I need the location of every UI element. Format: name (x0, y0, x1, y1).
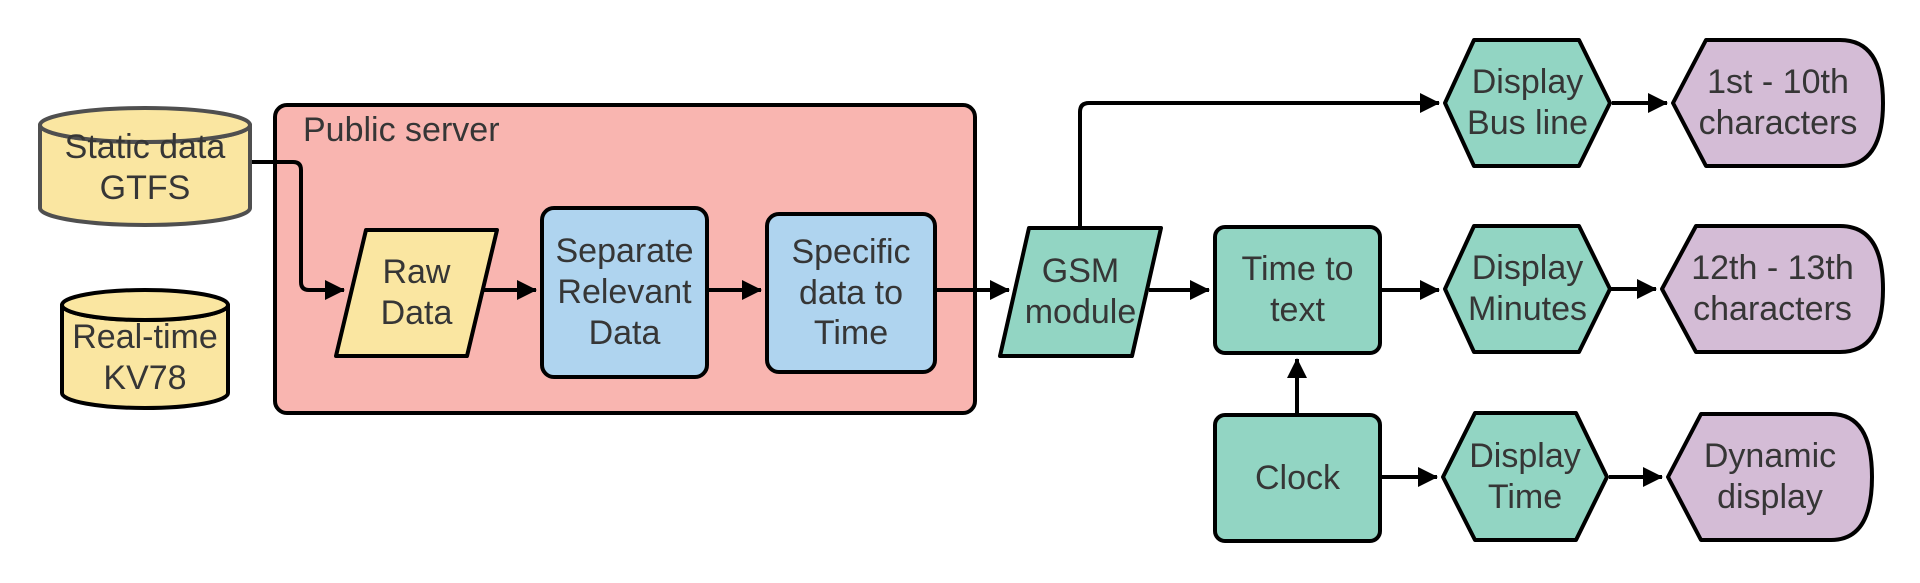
node-realtime-kv78-cylinder (60, 288, 230, 410)
node-raw-data-shape (334, 228, 499, 358)
node-specific-data-to-time-shape (765, 212, 937, 374)
node-gsm-module-shape (998, 226, 1163, 358)
edge-layer (250, 93, 1668, 487)
node-display-minutes-shape (1443, 224, 1612, 354)
edge-static-data-to-raw-data (250, 160, 345, 300)
node-display-time-shape (1441, 411, 1609, 542)
node-static-data-cylinder (38, 106, 252, 227)
node-chars-1-10-shape (1671, 38, 1885, 168)
edge-gsm-to-display-bus-line (1078, 93, 1440, 228)
node-time-to-text-shape (1213, 225, 1382, 355)
node-clock-shape (1213, 413, 1382, 543)
node-chars-12-13-shape (1660, 224, 1885, 354)
node-display-bus-line-shape (1443, 38, 1612, 168)
node-separate-relevant-data-shape (540, 206, 709, 379)
node-dynamic-display-shape (1666, 412, 1874, 542)
